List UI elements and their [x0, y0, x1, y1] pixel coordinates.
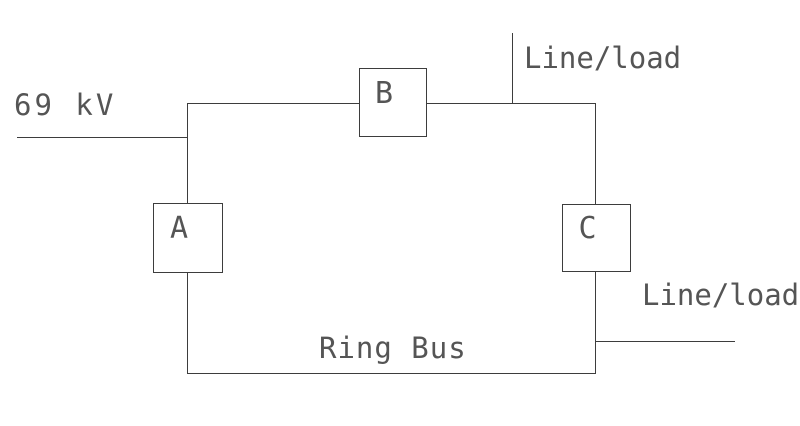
ring-bus-caption: Ring Bus [319, 331, 467, 365]
breaker-c-box: C [562, 204, 631, 272]
line-load-right-tap-line [595, 341, 735, 342]
source-voltage-label: 69 kV [14, 88, 117, 122]
breaker-c-label: C [578, 211, 597, 246]
line-load-right-label: Line/load [642, 278, 800, 312]
breaker-a-box: A [153, 203, 223, 273]
line-load-top-label: Line/load [524, 41, 682, 75]
breaker-b-box: B [359, 68, 427, 137]
breaker-b-label: B [374, 75, 394, 111]
source-feed-line [17, 137, 187, 138]
ring-bus-bottom-segment [187, 373, 596, 374]
line-load-top-tap-line [512, 33, 513, 103]
breaker-a-label: A [169, 211, 189, 246]
